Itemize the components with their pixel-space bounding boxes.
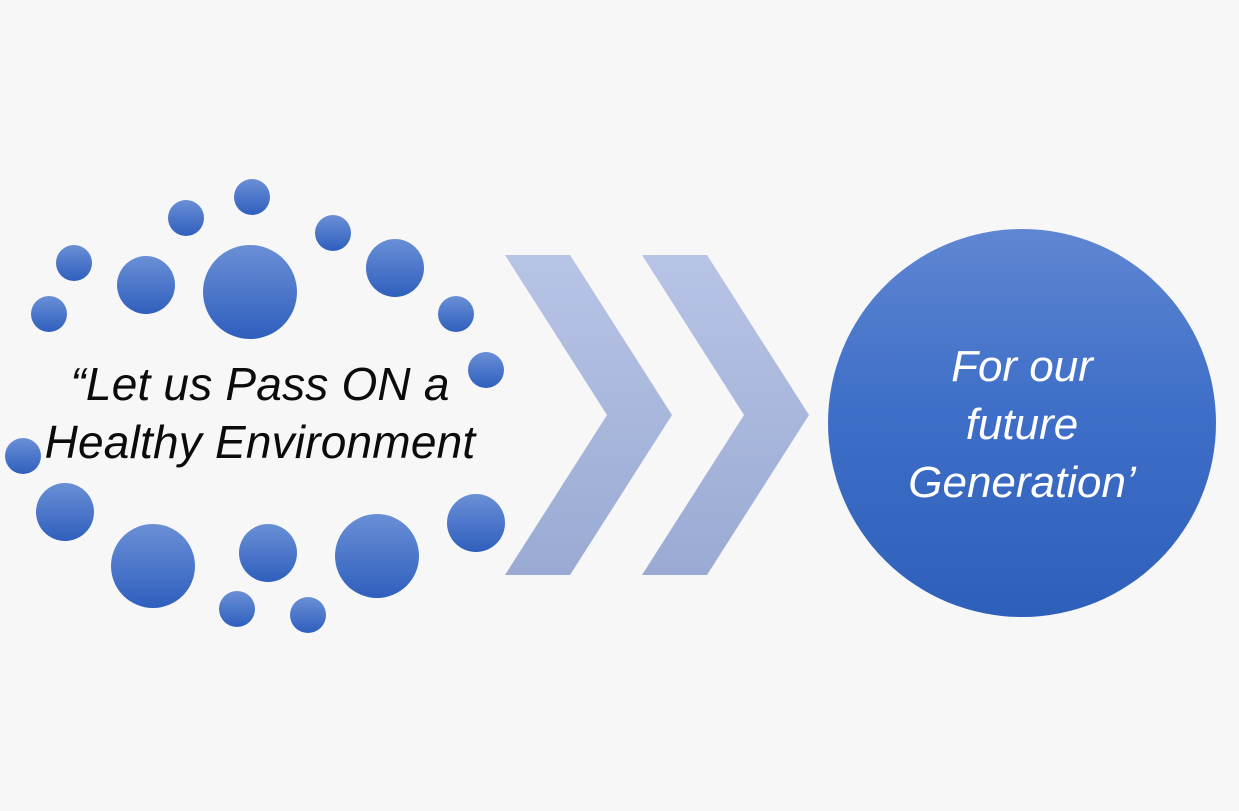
result-line-1: For our — [951, 342, 1093, 391]
bubble — [234, 179, 270, 215]
bubble — [315, 215, 351, 251]
bubble — [239, 524, 297, 582]
result-text: For our future Generation’ — [828, 338, 1216, 512]
bubble — [468, 352, 504, 388]
bubble — [31, 296, 67, 332]
quote-line-2: Healthy Environment — [44, 416, 476, 468]
chevron-icon — [505, 255, 672, 575]
result-line-2: future — [965, 400, 1079, 449]
bubble — [219, 591, 255, 627]
bubble — [168, 200, 204, 236]
bubble — [290, 597, 326, 633]
quote-line-1: “Let us Pass ON a — [70, 358, 450, 410]
bubble — [366, 239, 424, 297]
quote-text: “Let us Pass ON a Healthy Environment — [30, 355, 490, 471]
bubble — [36, 483, 94, 541]
bubble — [447, 494, 505, 552]
bubble — [203, 245, 297, 339]
bubble — [5, 438, 41, 474]
chevron-icon — [642, 255, 809, 575]
bubble — [438, 296, 474, 332]
result-line-3: Generation’ — [908, 458, 1136, 507]
bubble — [56, 245, 92, 281]
bubble — [111, 524, 195, 608]
bubble — [335, 514, 419, 598]
bubble — [117, 256, 175, 314]
result-circle — [828, 229, 1216, 617]
